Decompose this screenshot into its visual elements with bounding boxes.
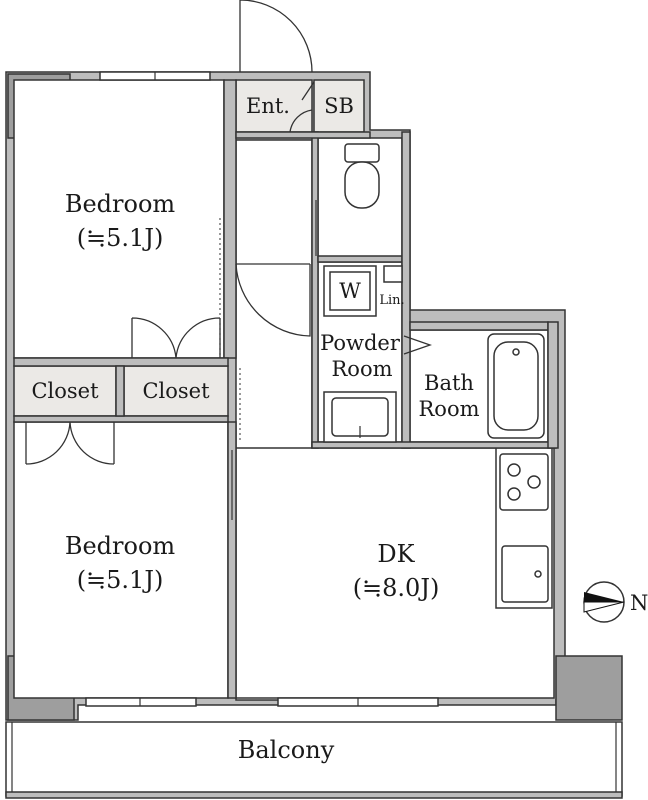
bedroom-bottom-closet-doors[interactable]	[25, 421, 115, 465]
balcony-floor	[5, 721, 623, 797]
dk-name: DK	[377, 540, 415, 568]
shoe-box	[313, 79, 365, 133]
entrance-half-door[interactable]	[289, 81, 315, 133]
bedroom-top-name: Bedroom	[65, 190, 176, 218]
powder-room-door[interactable]	[403, 335, 432, 355]
hall-door-swing[interactable]	[235, 263, 311, 337]
north-arrow-icon	[584, 592, 624, 602]
bedroom-bottom-name: Bedroom	[65, 532, 176, 560]
shoe-box-label: SB	[324, 94, 354, 118]
bedroom-top-closet-doors[interactable]	[131, 317, 221, 359]
pillar-bottom-right	[555, 655, 623, 721]
doors	[25, 0, 432, 465]
bedroom-bottom-size: (≒5.1J)	[77, 566, 164, 594]
entrance-floor	[235, 79, 313, 133]
interior-walls	[13, 79, 559, 699]
window-balcony-left	[85, 697, 197, 707]
closet-right	[123, 365, 229, 417]
bedroom-bottom-floor	[13, 421, 229, 699]
toilet-bowl	[344, 161, 380, 209]
powder-room-label-2: Room	[331, 357, 392, 381]
toilet-tank	[344, 143, 380, 163]
fixtures	[323, 143, 549, 603]
front-door-swing[interactable]	[239, 0, 313, 73]
entrance-label: Ent.	[246, 94, 290, 118]
burner-icon	[507, 487, 521, 501]
washer-label: W	[339, 279, 361, 303]
bath-room-label-2: Room	[418, 397, 479, 421]
windows	[85, 71, 439, 707]
kitchen-sink	[501, 545, 549, 603]
burner-icon	[507, 463, 521, 477]
balcony-label: Balcony	[238, 736, 335, 764]
closet-left	[13, 365, 117, 417]
closet-left-label: Closet	[31, 379, 99, 403]
compass: N	[583, 581, 648, 623]
bedroom-top-size: (≒5.1J)	[77, 224, 164, 252]
burner-icon	[527, 475, 541, 489]
compass-north-label: N	[630, 591, 648, 615]
dk-size: (≒8.0J)	[353, 574, 440, 602]
powder-room-label-1: Powder	[320, 331, 401, 355]
linen-shelf	[383, 265, 403, 283]
linen-label: Lin.	[379, 293, 404, 308]
closet-right-label: Closet	[142, 379, 210, 403]
bath-room-label-1: Bath	[424, 371, 474, 395]
labels: Bedroom (≒5.1J) Bedroom (≒5.1J) DK (≒8.0…	[31, 94, 479, 764]
bedroom-top-floor	[13, 79, 225, 359]
stove	[499, 453, 549, 511]
